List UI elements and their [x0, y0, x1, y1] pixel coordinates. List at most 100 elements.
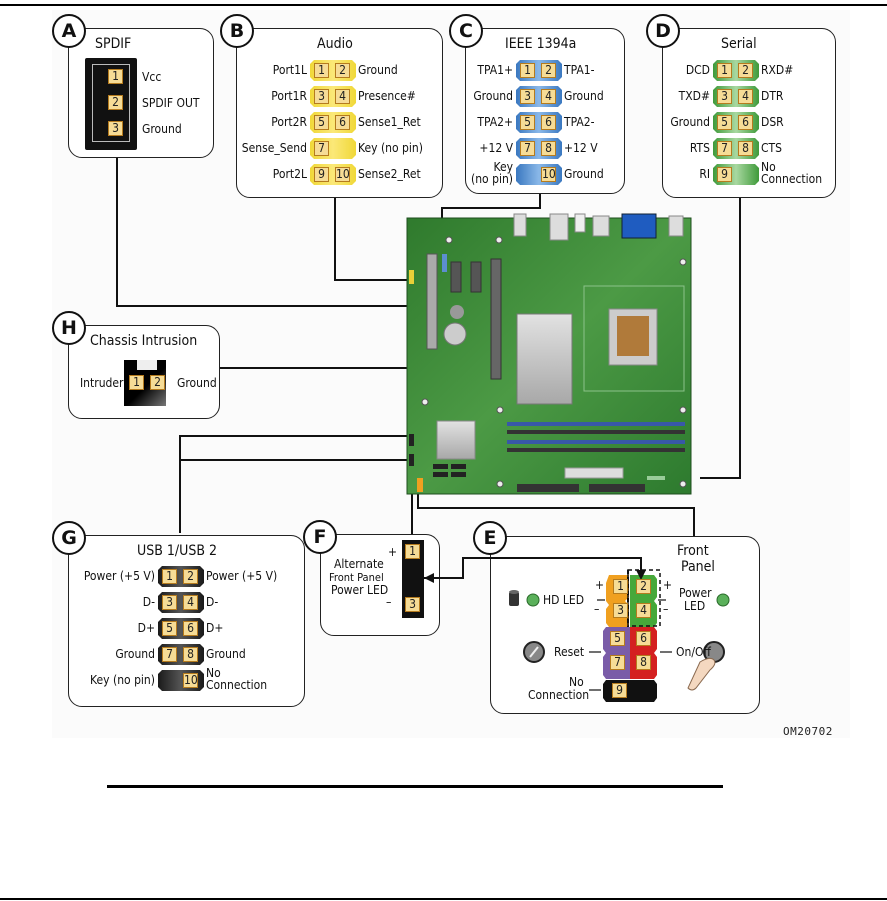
panel-title-line: Panel: [681, 559, 715, 575]
panel-title: Serial: [721, 36, 757, 52]
pin-label: Sense2_Ret: [358, 167, 421, 181]
pcie-x1-slot: [450, 261, 462, 293]
pin: 5: [162, 621, 177, 636]
pin-label: DSR: [761, 115, 784, 129]
sata-port: [433, 472, 448, 477]
usb-header: [409, 454, 414, 466]
panel-title-line: Power LED: [331, 583, 389, 597]
pin: 2: [335, 63, 350, 78]
arrow-head-left: [424, 573, 434, 583]
pin: 7: [314, 141, 329, 156]
pin-label: Ground: [142, 122, 182, 136]
pin: 4: [183, 595, 198, 610]
cpu-socket-outline: [583, 285, 685, 392]
onoff-label: On/Off: [676, 645, 711, 659]
audio-header: [409, 270, 414, 284]
mount-hole: [445, 236, 453, 244]
mount-hole: [421, 398, 429, 406]
pin: 9: [717, 167, 732, 182]
io-serial: [668, 215, 684, 237]
pin-label: Ground: [564, 167, 604, 181]
pin-label: SPDIF OUT: [142, 96, 200, 110]
mount-hole: [679, 480, 687, 488]
pin: 3: [717, 89, 732, 104]
sata-port: [451, 464, 466, 469]
pcie-x16-slot: [490, 258, 502, 380]
pin: 3: [162, 595, 177, 610]
io-vga: [621, 213, 657, 239]
badge-h: H: [52, 311, 86, 345]
pin-label: TPA1+: [477, 63, 513, 77]
pin-label: Port2R: [271, 115, 307, 129]
pin: 8: [738, 141, 753, 156]
serial-header: [647, 476, 665, 480]
pin: 8: [541, 141, 556, 156]
pin: 9: [612, 683, 627, 698]
wire-g1: [179, 435, 410, 533]
mount-hole: [496, 480, 504, 488]
finger-icon: [687, 657, 716, 691]
pin: 3: [405, 597, 420, 612]
wire-a: [116, 155, 410, 307]
pin-label: Ground: [670, 115, 710, 129]
southbridge-heatsink: [436, 420, 476, 460]
pin: 2: [108, 95, 123, 110]
pin: 5: [610, 631, 625, 646]
reset-label: Reset: [554, 645, 585, 659]
pin: 10: [541, 167, 556, 182]
polarity-minus: –: [386, 595, 392, 609]
pin: 2: [150, 375, 165, 390]
panel-title: Chassis Intrusion: [90, 333, 198, 349]
top-rule: [0, 4, 887, 6]
caption-rule: [107, 785, 723, 788]
panel-title: USB 1/USB 2: [137, 543, 217, 559]
panel-title-line: Front: [677, 543, 709, 559]
hdd-icon: [509, 592, 519, 606]
pin-label: Ground: [564, 89, 604, 103]
northbridge-heatsink: [516, 313, 573, 405]
pin: 6: [183, 621, 198, 636]
mount-hole: [496, 406, 504, 414]
badge-g: G: [52, 521, 86, 555]
pin-label: No: [761, 160, 776, 174]
badge-f: F: [303, 520, 337, 554]
io-audio: [513, 213, 527, 237]
floppy-connector: [589, 484, 645, 492]
pin-label: D+: [206, 621, 224, 635]
pin: 4: [541, 89, 556, 104]
arrow-head-down: [636, 570, 646, 580]
pin-label: RI: [699, 167, 710, 181]
capacitor: [450, 305, 464, 319]
dimm-slot: [507, 448, 685, 452]
pin-label: Ground: [358, 63, 398, 77]
hd-led-icon: [526, 593, 540, 607]
pin-label: TXD#: [678, 89, 710, 103]
mount-hole: [679, 406, 687, 414]
pin-label: Connection: [206, 678, 268, 692]
hd-led-label: HD LED: [543, 593, 585, 607]
pin-label: Key (no pin): [358, 141, 423, 155]
wire-b: [334, 195, 410, 281]
panel-title-line: Front Panel: [329, 571, 384, 584]
pin: 1: [520, 63, 535, 78]
pin: 5: [717, 115, 732, 130]
front-panel-header: [417, 478, 423, 492]
mount-hole: [679, 258, 687, 266]
pin: 3: [108, 121, 123, 136]
pin: 2: [541, 63, 556, 78]
power-led-label: Power: [679, 586, 712, 600]
pin-label: Vcc: [142, 70, 162, 84]
figure-id: OM20702: [783, 725, 833, 738]
chassis-connector-latch: [137, 360, 157, 370]
pin-label: Sense_Send: [241, 141, 307, 155]
pin-label: D-: [142, 595, 155, 609]
power-led-label: LED: [684, 599, 706, 613]
pin: 3: [613, 603, 628, 618]
pin-label: (no pin): [471, 172, 513, 186]
pin: 6: [636, 631, 651, 646]
pin: 1: [162, 569, 177, 584]
pci-slot: [426, 253, 438, 350]
io-usb: [574, 213, 586, 233]
